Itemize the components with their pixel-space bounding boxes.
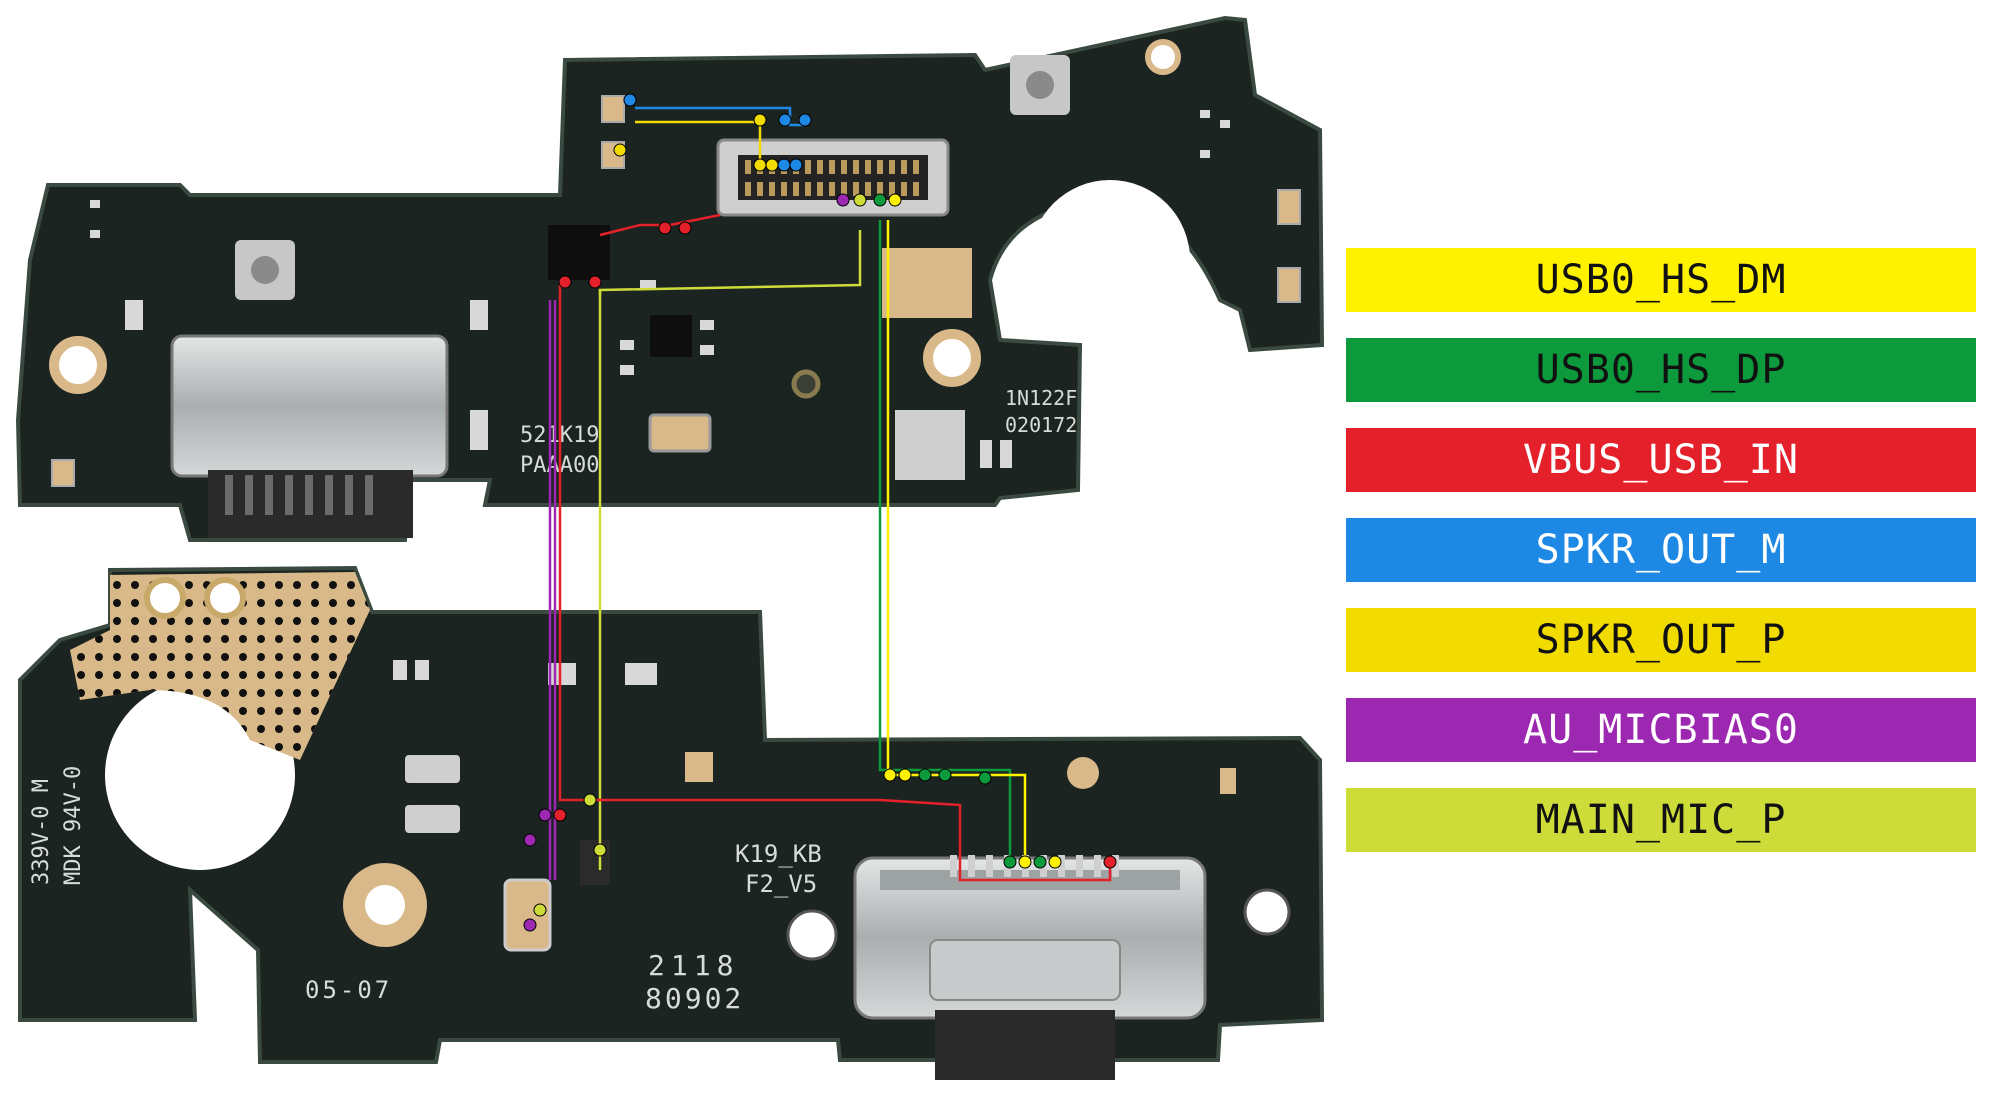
top-mount-hole: [791, 369, 821, 399]
trace-vbus-usb-in: [879, 798, 1112, 882]
bottom-board: K19_KB F2_V5 2118 80902 05-07 339V-0 M M…: [18, 565, 1325, 1080]
trace-vbus-usb-in: [558, 285, 880, 802]
legend-item-au-micbias0: AU_MICBIAS0: [1346, 698, 1976, 762]
bottom-mount-hole-inner: [365, 885, 405, 925]
antenna-connector: [235, 55, 1070, 300]
ic-chip: [548, 225, 610, 280]
gold-contact: [601, 95, 625, 123]
bottom-mount-hole: [786, 909, 838, 961]
bottom-marking-2: F2_V5: [745, 870, 817, 898]
bottom-marking-1: K19_KB: [735, 840, 822, 868]
usb-port-top: [170, 334, 449, 538]
legend-item-vbus-usb-in: VBUS_USB_IN: [1346, 428, 1976, 492]
top-mount-hole: [923, 329, 981, 387]
b2b-connector: [716, 138, 950, 217]
qr-code: [895, 410, 965, 480]
top-mount-hole: [49, 336, 107, 394]
gold-contact: [51, 459, 75, 487]
bottom-side-marking-1: 339V-0 M: [29, 779, 54, 885]
test-points: [523, 93, 1117, 932]
legend-item-main-mic-p: MAIN_MIC_P: [1346, 788, 1976, 852]
bottom-marking-3: 2118: [648, 949, 739, 982]
bottom-marking-4: 80902: [645, 982, 744, 1015]
signal-legend: USB0_HS_DM USB0_HS_DP VBUS_USB_IN SPKR_OUT_…: [1346, 248, 1976, 878]
top-board: 521K19 PAAA00 1N122F 020172: [15, 15, 1325, 542]
trace-vbus-usb-in: [599, 213, 721, 237]
smd-components: [90, 110, 1230, 468]
legend-item-usb0-hs-dp: USB0_HS_DP: [1346, 338, 1976, 402]
top-marking-4: 020172: [1005, 413, 1077, 437]
gold-via-dots: [70, 572, 370, 760]
legend-item-usb0-hs-dm: USB0_HS_DM: [1346, 248, 1976, 312]
bottom-mount-hole: [204, 577, 246, 619]
gold-contact: [1277, 189, 1301, 225]
bottom-mount-hole: [1243, 888, 1291, 936]
trace-usb0-hs-dm: [886, 220, 1027, 860]
signal-traces: [548, 106, 1112, 882]
gold-contact: [648, 413, 712, 453]
usb-port-bottom: [853, 855, 1207, 1080]
top-mount-hole: [1145, 39, 1181, 75]
top-board-cutout: [1030, 180, 1190, 340]
gold-contact: [1277, 267, 1301, 303]
top-marking-3: 1N122F: [1005, 386, 1077, 410]
legend-item-spkr-out-m: SPKR_OUT_M: [1346, 518, 1976, 582]
gold-pad: [882, 248, 972, 318]
bottom-side-marking-2: MDK 94V-0: [61, 766, 86, 885]
ic-chip: [650, 315, 692, 357]
bottom-mount-hole: [144, 577, 186, 619]
microphone: [503, 878, 552, 952]
bottom-gold-pad: [1067, 757, 1099, 789]
bottom-marking-5: 05-07: [305, 976, 392, 1004]
legend-item-spkr-out-p: SPKR_OUT_P: [1346, 608, 1976, 672]
